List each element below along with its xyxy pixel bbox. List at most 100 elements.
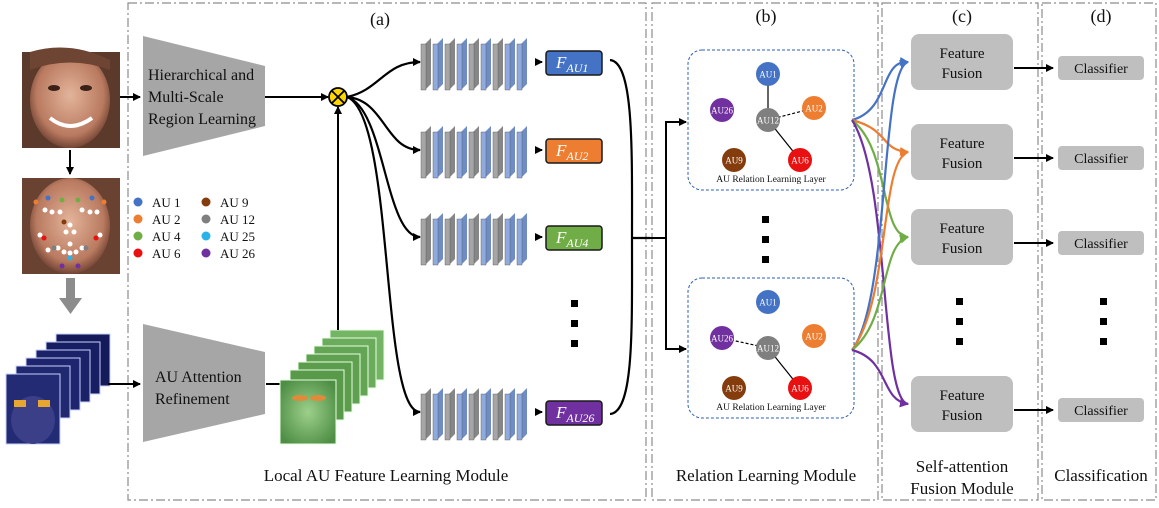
graph-node-circle [802,324,826,348]
legend-dot-icon [133,197,143,207]
fusion-label-1: Feature [940,221,985,237]
conv-layer-side [449,388,455,440]
conv-layer-side [485,213,491,265]
legend-item: AU 2 [133,212,181,227]
feature-box: FAU26 [545,400,603,426]
graph-node-label: AU12 [757,344,779,354]
input-face-image [22,47,120,148]
fusion-label-2: Fusion [942,408,983,424]
conv-layer-side [437,213,443,265]
fusion-box [911,124,1013,180]
graph-node-label: AU1 [759,70,777,80]
landmark-face-image [22,178,120,274]
conv-layer [432,43,439,91]
legend-item: AU 26 [201,246,256,261]
conv-layer [504,131,511,179]
classifier-label: Classifier [1074,152,1128,167]
conv-layer [456,131,463,179]
legend-dot-icon [133,248,143,258]
conv-layer-side [473,213,479,265]
legend-dot-icon [201,197,211,207]
graph-layer-label: AU Relation Learning Layer [716,175,826,185]
graph-node-au2: AU2 [802,324,826,348]
conv-layer-side [425,213,431,265]
graph-layer-label: AU Relation Learning Layer [716,403,826,413]
conv-layer-side [437,126,443,178]
refined-attention-stack [279,329,385,445]
legend-label: AU 4 [152,229,181,244]
graph-node-label: AU2 [805,332,823,342]
conv-stacks [420,38,543,441]
legend-label: AU 12 [220,212,255,227]
graph-node-label: AU9 [725,384,743,394]
graph-node-label: AU6 [791,384,809,394]
graph-node-label: AU26 [711,334,733,344]
feature-label: FAU4 [555,228,588,250]
classifier-box [1058,146,1144,170]
classifier-block: Classifier [1058,398,1144,422]
conv-layer [456,43,463,91]
legend-item: AU 9 [201,195,249,210]
conv-layer [492,393,499,441]
feature-box: FAU1 [545,50,603,76]
conv-layer [468,218,475,266]
conv-layer-side [497,126,503,178]
conv-layer-side [521,126,527,178]
conv-layer [480,131,487,179]
conv-layer [468,393,475,441]
conv-layer [516,131,523,179]
conv-layer-side [449,38,455,90]
legend-item: AU 12 [201,212,255,227]
panel-label-a: (a) [370,9,390,30]
conv-layer [456,218,463,266]
ellipsis-a [571,300,578,347]
conv-layer [480,43,487,91]
conv-layer [444,393,451,441]
ellipsis-c [956,298,963,345]
feature-bracket [609,58,634,416]
classifier-label: Classifier [1074,237,1128,252]
legend-label: AU 26 [220,246,256,261]
graph-node-circle [756,336,780,360]
conv-layer-side [497,38,503,90]
feature-box-bg [545,400,603,426]
ellipsis-d [1100,298,1107,345]
graph-node-label: AU1 [759,298,777,308]
conv-layer-side [425,38,431,90]
graph-node-circle [788,148,812,172]
legend-label: AU 2 [152,212,181,227]
au-attention-refinement-block: AU Attention Refinement [143,324,265,442]
fusion-label-2: Fusion [942,156,983,172]
conv-layer [516,43,523,91]
graph-node-au9: AU9 [722,148,746,172]
fusion-box [911,376,1013,432]
conv-layer [492,131,499,179]
graph-node-label: AU26 [711,106,733,116]
conv-layer [444,218,451,266]
panel-label-c: (c) [952,6,972,27]
graph-node-circle [710,326,734,350]
conv-layer-side [473,38,479,90]
conv-layer [468,43,475,91]
graph-node-au12: AU12 [756,336,780,360]
conv-layer-side [461,126,467,178]
legend-dot-icon [133,231,143,241]
classifier-block: Classifier [1058,146,1144,170]
fusion-box [911,34,1013,90]
conv-layer-side [497,213,503,265]
gray-arrow-down [59,278,82,314]
graph-node-au26: AU26 [710,98,734,122]
feature-box-bg [545,225,603,251]
panel-label-b: (b) [756,6,777,27]
branch-arrows [346,58,421,416]
classifier-box [1058,398,1144,422]
conv-layer [420,218,427,266]
graph-node-label: AU9 [725,156,743,166]
conv-layer [504,393,511,441]
conv-layer-side [425,388,431,440]
